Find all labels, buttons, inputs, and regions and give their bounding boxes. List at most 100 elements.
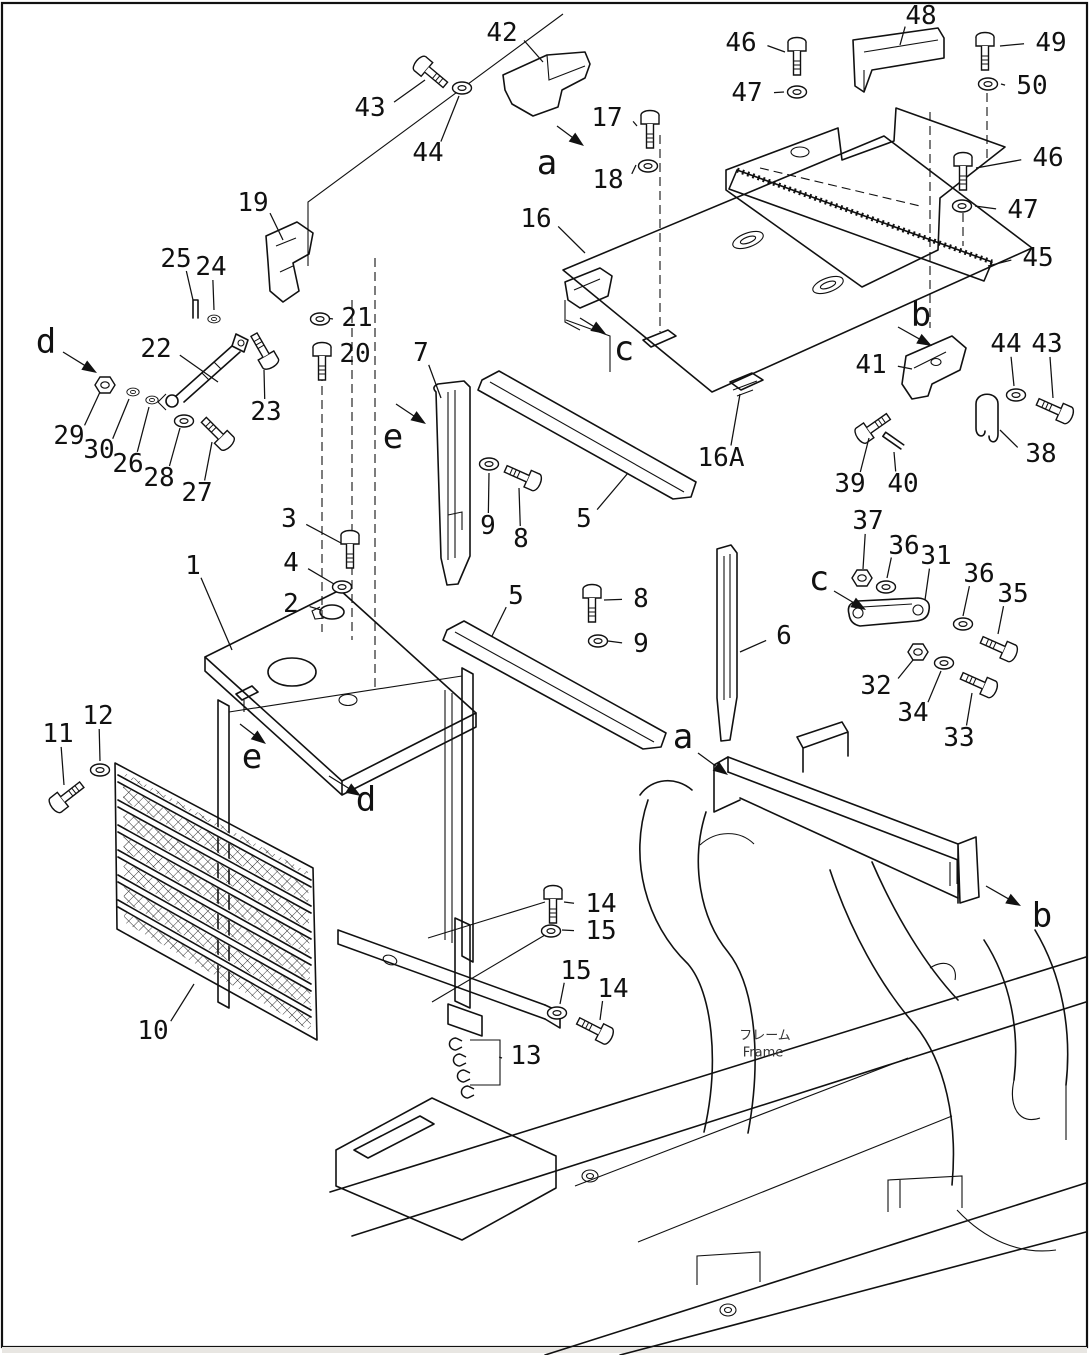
- svg-text:30: 30: [83, 435, 114, 465]
- svg-text:47: 47: [731, 78, 762, 108]
- callout-9: 9: [480, 472, 496, 541]
- part-25-pin: [192, 299, 199, 319]
- svg-text:29: 29: [53, 421, 84, 451]
- callout-7: 7: [413, 338, 442, 399]
- callout-41: 41: [855, 350, 913, 380]
- callout-14: 14: [563, 889, 617, 919]
- callout-29: 29: [53, 391, 101, 451]
- svg-text:50: 50: [1016, 71, 1047, 101]
- svg-text:25: 25: [160, 244, 191, 274]
- callout-11: 11: [42, 719, 74, 786]
- svg-text:35: 35: [997, 579, 1028, 609]
- svg-text:28: 28: [143, 463, 174, 493]
- svg-text:45: 45: [1022, 243, 1053, 273]
- view-marker-d: d: [328, 775, 376, 820]
- svg-text:40: 40: [887, 469, 918, 499]
- part-40-pin: [882, 431, 905, 450]
- callout-38: 38: [999, 429, 1057, 469]
- svg-text:15: 15: [560, 956, 591, 986]
- svg-text:26: 26: [112, 449, 143, 479]
- svg-text:e: e: [242, 737, 262, 777]
- view-marker-a: a: [537, 125, 584, 183]
- callout-44: 44: [990, 329, 1022, 387]
- svg-text:19: 19: [237, 188, 268, 218]
- svg-text:39: 39: [834, 469, 865, 499]
- callout-3: 3: [281, 504, 342, 544]
- svg-text:36: 36: [888, 531, 919, 561]
- svg-text:44: 44: [412, 138, 443, 168]
- svg-text:16A: 16A: [698, 443, 745, 473]
- part-5-seal-lower: [442, 620, 667, 750]
- callout-46: 46: [725, 28, 786, 58]
- callout-21: 21: [329, 303, 373, 333]
- callout-24: 24: [195, 252, 227, 311]
- svg-text:d: d: [356, 780, 376, 820]
- svg-text:17: 17: [591, 103, 622, 133]
- callout-5: 5: [576, 472, 629, 534]
- callout-46: 46: [975, 143, 1064, 173]
- callout-50: 50: [1000, 71, 1048, 101]
- svg-text:e: e: [383, 417, 403, 457]
- part-38-clamp: [975, 393, 999, 443]
- svg-text:24: 24: [195, 252, 226, 282]
- callout-36: 36: [962, 559, 995, 617]
- svg-text:5: 5: [576, 504, 592, 534]
- svg-text:36: 36: [963, 559, 994, 589]
- svg-text:23: 23: [250, 397, 281, 427]
- svg-text:16: 16: [520, 204, 551, 234]
- callout-48: 48: [899, 1, 937, 46]
- callout-31: 31: [920, 541, 952, 601]
- callout-26: 26: [112, 406, 150, 479]
- callout-32: 32: [860, 659, 914, 701]
- svg-text:43: 43: [354, 93, 385, 123]
- part-13-clips: [448, 1037, 475, 1099]
- callout-40: 40: [887, 451, 919, 499]
- svg-text:20: 20: [339, 339, 370, 369]
- svg-text:2: 2: [283, 589, 299, 619]
- callout-12: 12: [82, 701, 114, 762]
- callout-10: 10: [137, 983, 195, 1046]
- svg-text:c: c: [614, 329, 634, 369]
- callout-44: 44: [412, 95, 460, 168]
- callout-27: 27: [181, 441, 213, 508]
- svg-text:37: 37: [852, 506, 883, 536]
- callout-42: 42: [486, 18, 544, 63]
- callout-18: 18: [592, 164, 637, 195]
- svg-text:13: 13: [510, 1041, 541, 1071]
- callout-9: 9: [607, 629, 649, 659]
- view-marker-a: a: [673, 717, 728, 775]
- part-10-grille: [114, 762, 318, 1041]
- svg-text:5: 5: [508, 581, 524, 611]
- part-6-seal: [716, 544, 738, 742]
- svg-text:42: 42: [486, 18, 517, 48]
- callout-16: 16: [520, 204, 586, 254]
- svg-text:14: 14: [585, 889, 616, 919]
- view-marker-b: b: [985, 885, 1052, 936]
- callout-47: 47: [974, 195, 1039, 225]
- part-48-plate: [852, 27, 945, 93]
- svg-text:8: 8: [513, 524, 529, 554]
- svg-text:38: 38: [1025, 439, 1056, 469]
- svg-text:49: 49: [1035, 28, 1066, 58]
- view-marker-e: e: [383, 403, 426, 457]
- callout-45: 45: [987, 243, 1054, 273]
- callout-47: 47: [731, 78, 785, 108]
- callout-14: 14: [597, 974, 629, 1021]
- callout-1: 1: [185, 551, 233, 651]
- callout-43: 43: [1031, 329, 1063, 399]
- svg-text:1: 1: [185, 551, 201, 581]
- part-1-cover: [204, 589, 477, 796]
- callout-34: 34: [897, 670, 942, 728]
- callout-17: 17: [591, 103, 638, 133]
- svg-text:21: 21: [341, 303, 372, 333]
- guide-lines: [307, 13, 988, 1086]
- part-7-seal: [433, 380, 471, 586]
- svg-text:31: 31: [920, 541, 951, 571]
- svg-text:8: 8: [633, 584, 649, 614]
- svg-text:18: 18: [592, 165, 623, 195]
- view-marker-e: e: [239, 723, 266, 777]
- svg-text:3: 3: [281, 504, 297, 534]
